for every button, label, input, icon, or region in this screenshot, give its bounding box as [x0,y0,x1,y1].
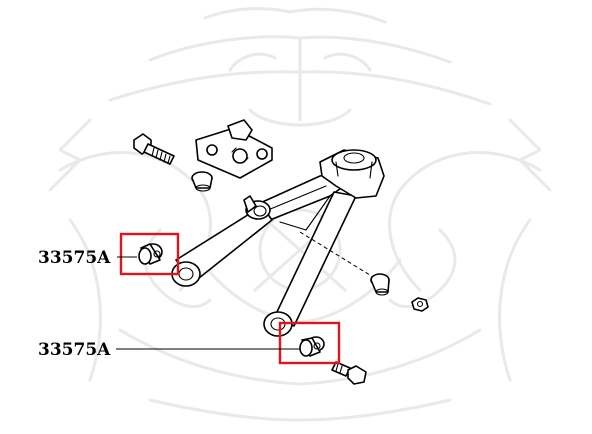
part-label-lower: 33575A [38,340,111,360]
watermark-emblem [48,7,552,422]
lower-bolt [331,361,367,385]
right-bushing [370,273,390,296]
grommet [191,171,213,192]
highlight-box-lower [278,321,341,365]
bushing-lower [299,336,325,357]
right-nut [411,297,429,312]
bushing-upper [138,243,163,265]
part-label-upper: 33575A [38,248,111,268]
lower-arm [171,149,385,337]
center-line [299,231,379,281]
upper-bolt [133,133,175,165]
highlight-box-upper [119,232,180,276]
mounting-bracket [195,119,273,179]
